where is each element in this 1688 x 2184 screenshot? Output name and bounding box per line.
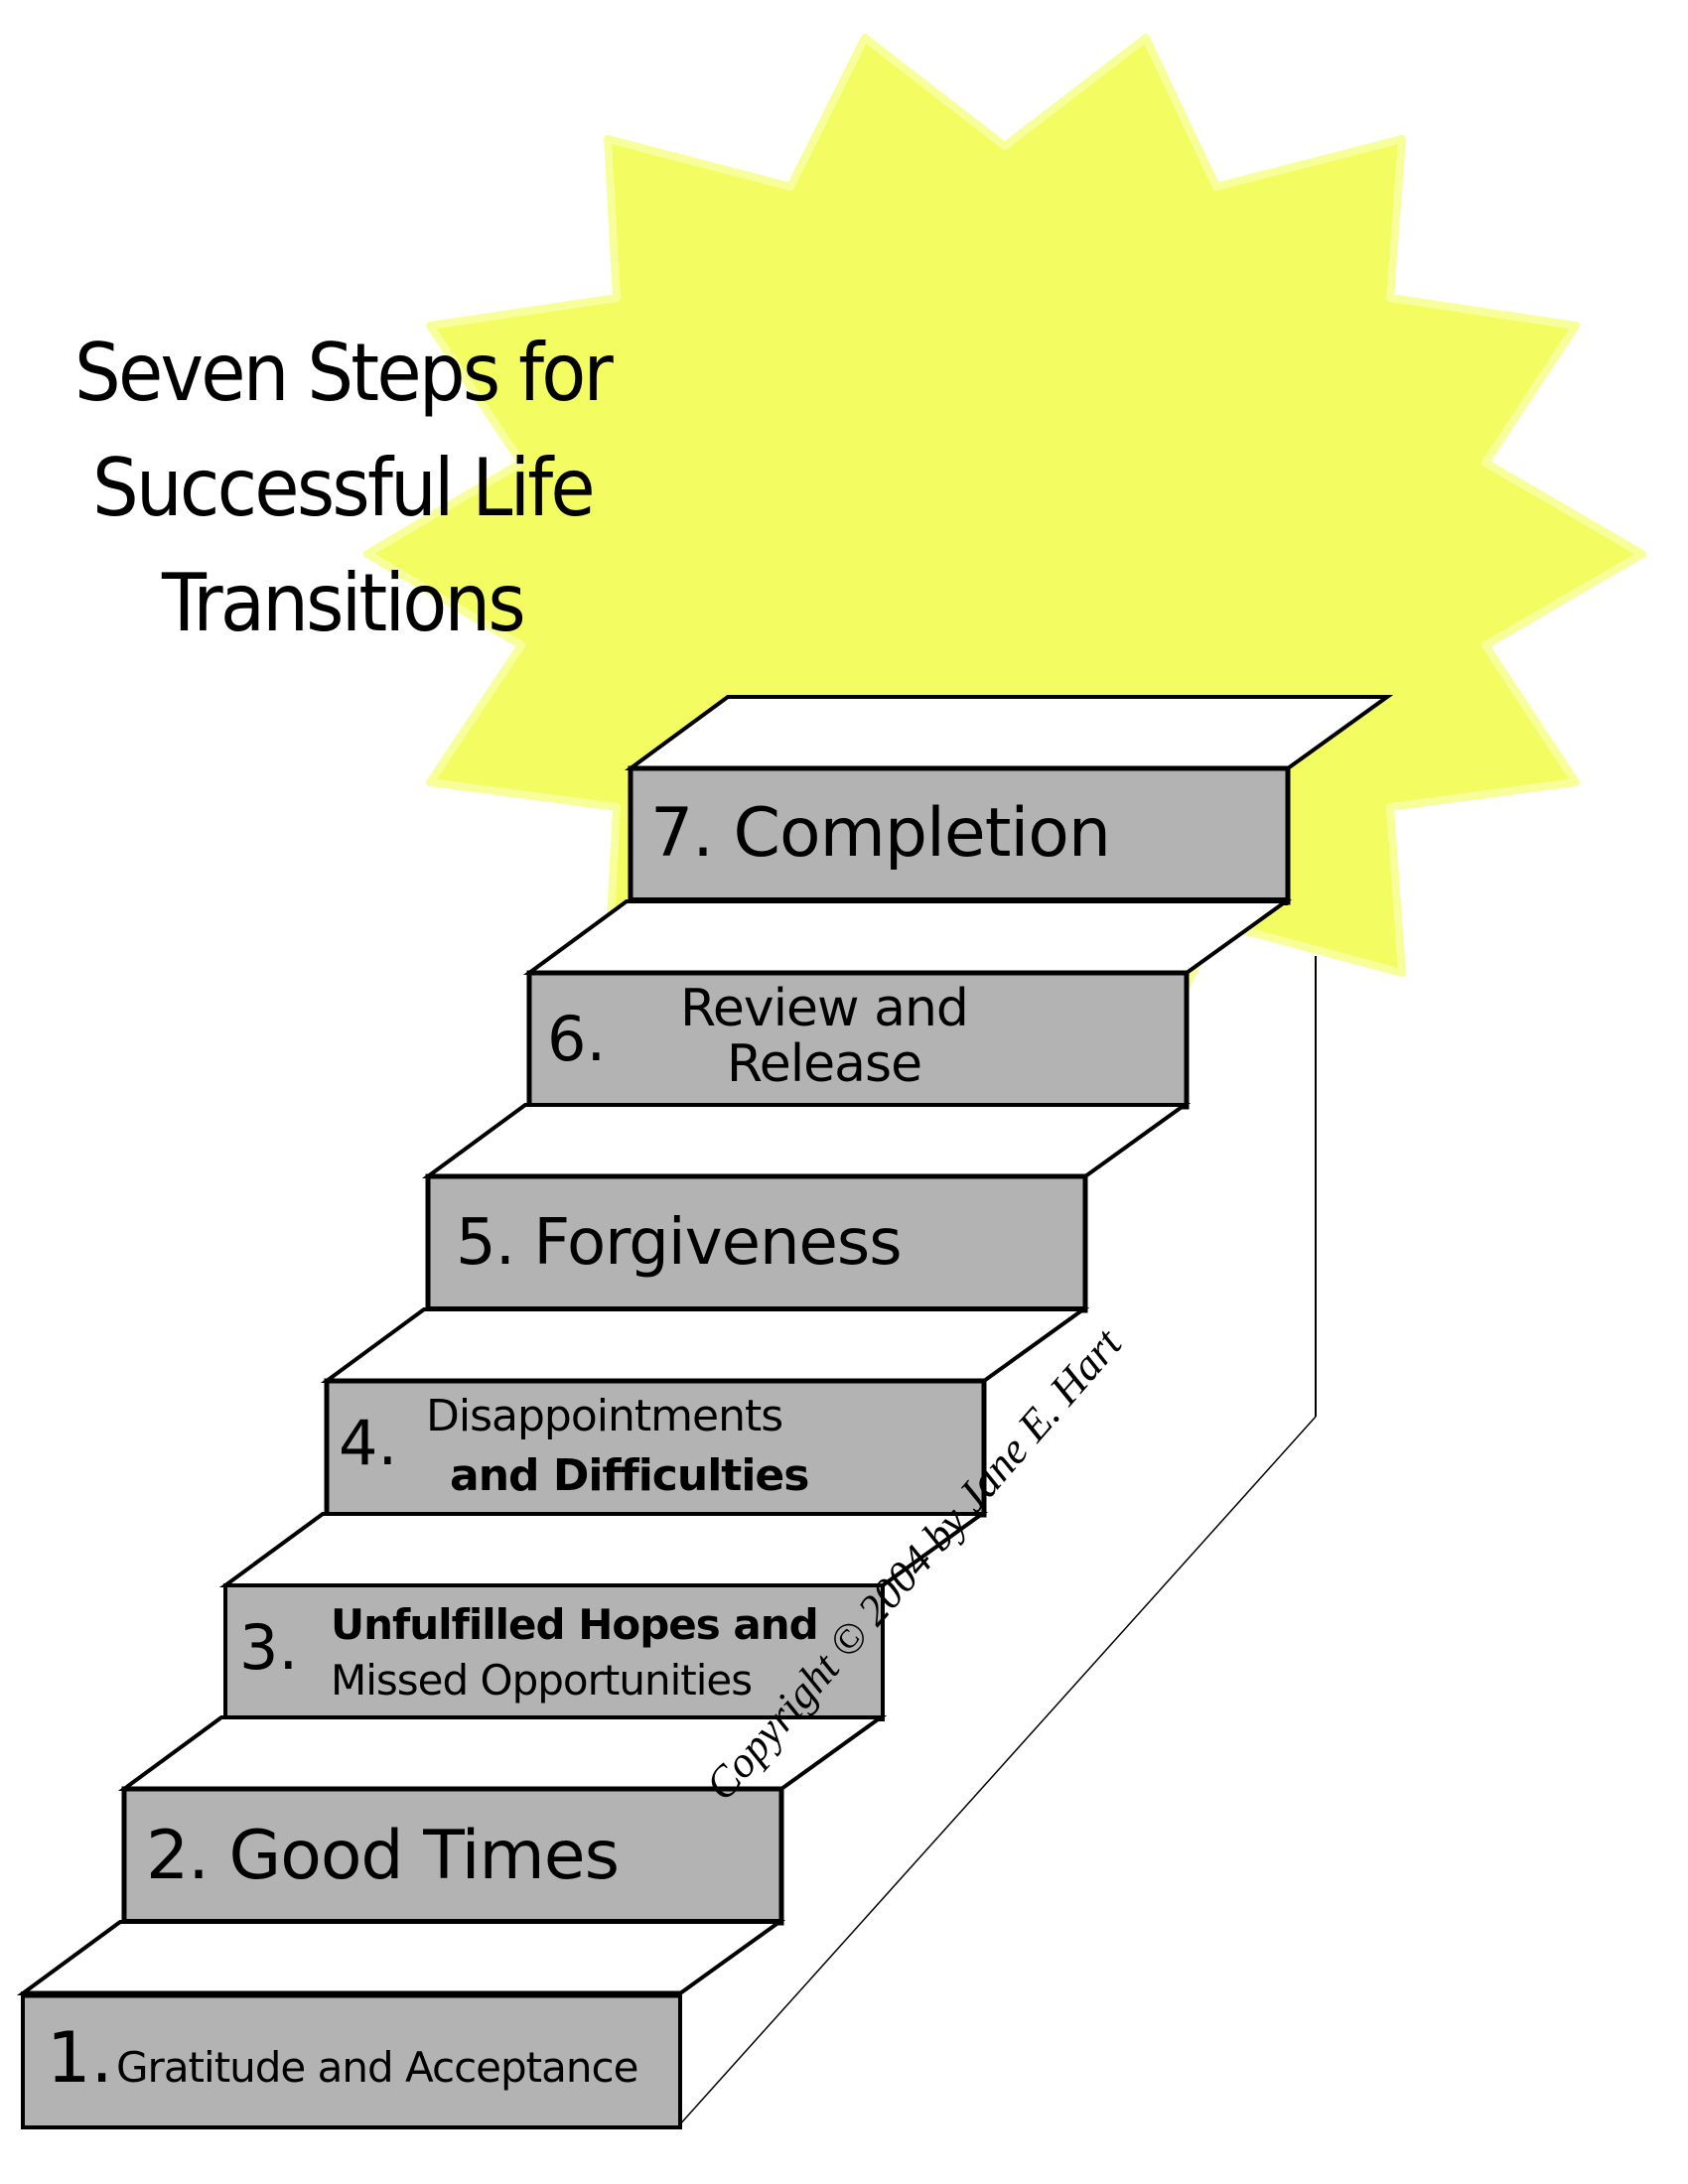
- side-wall-diagonal-line: [677, 1416, 1317, 2127]
- title-line-2: Successful Life: [92, 442, 596, 534]
- step-1-label: Gratitude and Acceptance: [116, 2043, 638, 2092]
- title-line-3: Transitions: [162, 557, 526, 649]
- step-4-shape: [320, 1307, 1090, 1518]
- step-1-number: 1.: [47, 2017, 113, 2099]
- step-6-number: 6.: [547, 1003, 607, 1075]
- title-line-1: Seven Steps for: [73, 327, 614, 419]
- step-6-shape: [522, 899, 1293, 1110]
- step-1-shape: [16, 1920, 786, 2129]
- page-title: Seven Steps for Successful Life Transiti…: [28, 316, 658, 661]
- step-1: 1. Gratitude and Acceptance: [23, 1993, 680, 2127]
- step-7: 7. Completion: [631, 768, 1288, 902]
- step-5: 5. Forgiveness: [428, 1176, 1085, 1310]
- step-4-number: 4.: [339, 1407, 398, 1479]
- step-3-number: 3.: [239, 1611, 299, 1684]
- step-3-shape: [218, 1512, 989, 1721]
- step-2: 2. Good Times: [124, 1789, 781, 1923]
- step-7-label: 7. Completion: [650, 794, 1111, 873]
- step-2-label: 2. Good Times: [146, 1817, 620, 1895]
- step-5-shape: [421, 1103, 1192, 1313]
- step-5-label: 5. Forgiveness: [456, 1206, 903, 1280]
